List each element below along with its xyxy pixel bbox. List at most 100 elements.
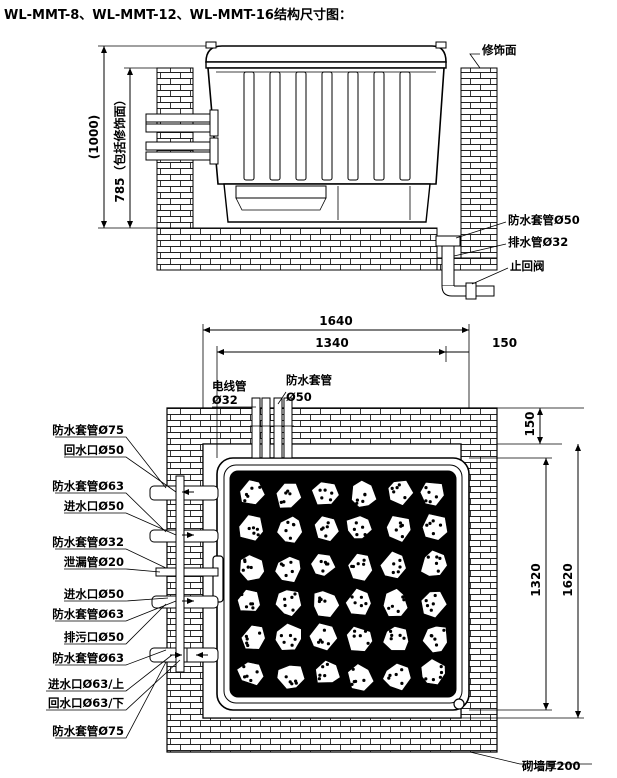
grille-stone-hole xyxy=(439,670,444,675)
grille-stone xyxy=(314,515,340,542)
dim-785-label: 785（包括修饰面） xyxy=(112,93,127,202)
lid-handle-left xyxy=(205,41,217,49)
dim-total-label: (1000) xyxy=(87,115,101,159)
grille-stone-hole xyxy=(425,523,429,527)
dim-150-top-label: 150 xyxy=(492,336,517,350)
wall-thickness-leader xyxy=(469,751,592,765)
grille-stone-hole xyxy=(255,527,259,531)
check-valve-label: 止回阀 xyxy=(510,259,545,273)
top-sleeve-label: 防水套管 xyxy=(286,373,332,387)
grille-stone-hole xyxy=(431,602,435,606)
grille-stone-hole xyxy=(291,608,295,612)
grille-stone-hole xyxy=(284,529,288,533)
grille-stone-hole xyxy=(402,636,406,640)
grille-stone-hole xyxy=(246,643,250,648)
grille-stone-hole xyxy=(243,675,247,679)
grille-stone-hole xyxy=(283,597,287,601)
grille-stone-hole xyxy=(292,523,296,527)
left-label-13: 防水套管Ø75 xyxy=(52,724,124,738)
grille-stone-hole xyxy=(358,634,362,638)
grille-stone-hole xyxy=(245,674,249,678)
grille-stone-hole xyxy=(258,485,262,489)
dim-1640-label: 1640 xyxy=(319,314,352,328)
grille-stone-hole xyxy=(435,555,439,559)
dim-1340-label: 1340 xyxy=(315,336,348,350)
grille-stone-hole xyxy=(324,534,328,538)
plan-left-labels: 防水套管Ø75回水口Ø50防水套管Ø63进水口Ø50防水套管Ø32泄漏管Ø20进… xyxy=(46,423,181,739)
brick-base xyxy=(156,227,438,271)
grille-stone-hole xyxy=(363,629,368,633)
grille-stone-hole xyxy=(355,533,359,537)
tank-lid xyxy=(205,45,447,63)
grille-stone-hole xyxy=(396,609,400,614)
left-label-leader-10 xyxy=(55,649,167,666)
grille-stone-hole xyxy=(279,500,283,504)
grille-stone-hole xyxy=(286,520,290,525)
grille-stone-hole xyxy=(284,573,288,578)
dim-1320-label: 1320 xyxy=(529,563,543,596)
grille-stone-hole xyxy=(390,604,394,608)
left-label-8: 防水套管Ø63 xyxy=(52,607,124,621)
grille-stone-hole xyxy=(352,527,356,532)
grille-stone-hole xyxy=(403,496,407,500)
grille-stone-hole xyxy=(288,633,293,638)
grille-stone-hole xyxy=(317,640,321,644)
grille-stone-hole xyxy=(362,558,366,562)
grille-stone-hole xyxy=(436,569,440,573)
grille-stone-hole xyxy=(433,593,437,598)
grille-stone-hole xyxy=(428,521,432,526)
grille-stone-hole xyxy=(282,640,286,644)
elevation-side-pipes xyxy=(145,109,219,165)
left-label-6: 泄漏管Ø20 xyxy=(64,555,124,569)
grille-stone-hole xyxy=(290,682,294,686)
grille-stone-hole xyxy=(283,603,287,608)
grille-stone-hole xyxy=(353,601,357,605)
left-label-leader-5 xyxy=(55,548,167,569)
grille-stone-hole xyxy=(396,570,400,574)
grille-stone-hole xyxy=(350,682,354,687)
grille-stone-hole xyxy=(390,486,394,490)
grille-stone-hole xyxy=(324,562,329,566)
grille-stone-hole xyxy=(320,496,324,500)
grille-stone-hole xyxy=(289,560,293,564)
left-label-leader-12 xyxy=(46,659,181,711)
grille-stone-hole xyxy=(398,633,402,638)
drain-pipe-assembly xyxy=(435,235,495,300)
grille-stone-hole xyxy=(361,525,365,529)
grille-stone-hole xyxy=(398,558,402,563)
grille-stone-hole xyxy=(321,526,325,530)
grille-stone-hole xyxy=(398,521,402,525)
cable-pipe-size-label: Ø32 xyxy=(212,393,238,407)
check-valve-leader xyxy=(471,267,509,285)
grille-stone-hole xyxy=(279,634,283,638)
grille-stone-hole xyxy=(400,681,404,686)
left-label-leader-13 xyxy=(55,661,167,739)
sleeve-50-label: 防水套管Ø50 xyxy=(508,213,580,227)
grille-stone-hole xyxy=(401,595,405,599)
grille-stone-hole xyxy=(251,606,255,610)
grille-stone-hole xyxy=(243,499,247,503)
grille-stone-hole xyxy=(282,500,286,504)
left-label-12: 回水口Ø63/下 xyxy=(48,696,124,710)
grille-stone-hole xyxy=(397,483,401,487)
grille-stone-hole xyxy=(389,629,393,634)
grille-stone-hole xyxy=(359,595,363,599)
grille-stone-hole xyxy=(252,531,256,535)
grille-stone-hole xyxy=(321,665,325,669)
grille-stone-hole xyxy=(434,495,438,499)
plan-grille-panel xyxy=(229,470,457,698)
grille-stone-hole xyxy=(350,595,354,599)
grille-stone-hole xyxy=(322,628,326,632)
grille-stone xyxy=(421,513,448,541)
grille-stone-hole xyxy=(288,492,292,496)
left-label-leader-6 xyxy=(64,568,161,573)
grille-stone-hole xyxy=(431,532,435,536)
grille-stone-hole xyxy=(286,489,290,493)
tank-body xyxy=(207,67,445,185)
grille-stone-hole xyxy=(319,559,323,564)
grille-stone-hole xyxy=(320,640,324,644)
grille-stone-hole xyxy=(318,488,322,492)
grille-stone-hole xyxy=(439,665,443,669)
grille-stone-hole xyxy=(318,673,322,677)
grille-stone-hole xyxy=(363,493,367,497)
